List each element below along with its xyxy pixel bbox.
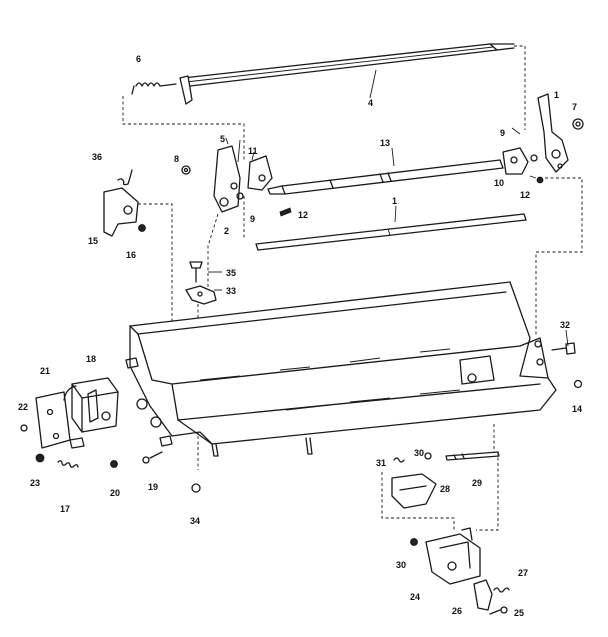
callout-9-right: 9 [500, 128, 505, 138]
screw-30-bottom [410, 538, 418, 546]
callout-23: 23 [30, 478, 40, 488]
screw-23 [35, 453, 45, 463]
shaft-13 [267, 159, 504, 195]
arm-lever-1 [537, 93, 569, 173]
callout-31: 31 [376, 458, 386, 468]
leader-lines [208, 69, 569, 347]
callout-1-top: 1 [554, 90, 559, 100]
bracket-24 [425, 527, 481, 585]
callout-35: 35 [226, 268, 236, 278]
washer-30-top [424, 452, 432, 460]
bracket-10 [502, 147, 544, 184]
leader-dash-2 [207, 213, 219, 292]
callout-24: 24 [410, 592, 420, 602]
leader-dash-15 [138, 203, 173, 400]
callout-36: 36 [92, 152, 102, 162]
callout-14: 14 [572, 404, 582, 414]
link-26 [473, 579, 493, 611]
screw-12 [279, 207, 292, 217]
screw-35 [189, 261, 203, 283]
leader-dash-3 [535, 177, 583, 336]
callout-33: 33 [226, 286, 236, 296]
callout-27: 27 [518, 568, 528, 578]
callout-32: 32 [560, 320, 570, 330]
callout-26: 26 [452, 606, 462, 616]
screw-19 [142, 451, 163, 464]
spring-7 [572, 118, 584, 130]
callout-21: 21 [40, 366, 50, 376]
callout-30-bottom: 30 [396, 560, 406, 570]
callout-6: 6 [136, 54, 141, 64]
callout-22: 22 [18, 402, 28, 412]
nut-8 [181, 165, 191, 175]
plate-21 [35, 391, 71, 449]
motor-assembly-18 [63, 377, 119, 449]
leader-dash-4-right [514, 45, 526, 130]
callout-13: 13 [380, 138, 390, 148]
callout-12-left: 12 [298, 210, 308, 220]
callout-25: 25 [514, 608, 524, 618]
callout-19: 19 [148, 482, 158, 492]
screw-16 [138, 224, 146, 232]
callout-10: 10 [494, 178, 504, 188]
callout-17: 17 [60, 504, 70, 514]
callout-2: 2 [224, 226, 229, 236]
screw-22 [20, 424, 28, 432]
callout-29: 29 [472, 478, 482, 488]
callout-8: 8 [174, 154, 179, 164]
bracket-11 [247, 155, 273, 191]
bracket-2 [213, 145, 241, 213]
screw-20 [110, 460, 118, 468]
screw-32 [551, 342, 576, 355]
pin-29 [445, 451, 500, 461]
leader-dash-28 [381, 472, 455, 530]
spring-17 [57, 460, 79, 468]
spring-36 [117, 169, 133, 186]
screw-25 [489, 606, 508, 615]
callout-30-top: 30 [414, 448, 424, 458]
callout-28: 28 [440, 484, 450, 494]
leader-dash-29 [476, 452, 499, 531]
bracket-15 [103, 187, 139, 237]
spring-27 [493, 587, 510, 593]
spring-6 [131, 82, 161, 95]
shaft-3 [255, 213, 527, 251]
lever-28 [391, 473, 437, 509]
callout-5: 5 [220, 134, 225, 144]
callout-18: 18 [86, 354, 96, 364]
callout-11: 11 [248, 146, 258, 156]
main-frame [125, 281, 557, 457]
callout-9-left: 9 [250, 214, 255, 224]
callout-1-middle: 1 [392, 196, 397, 206]
top-roller-shaft [159, 43, 515, 105]
callout-16: 16 [126, 250, 136, 260]
callout-labels: 6 4 1 7 9 5 8 11 13 36 10 12 1 9 12 2 15… [18, 54, 582, 618]
callout-34: 34 [190, 516, 200, 526]
callout-12-right: 12 [520, 190, 530, 200]
callout-4: 4 [368, 98, 373, 108]
callout-20: 20 [110, 488, 120, 498]
clip-33 [185, 285, 217, 305]
screw-34 [191, 483, 201, 493]
screw-31 [393, 457, 405, 463]
leader-dash-6 [122, 96, 245, 160]
screw-14 [573, 379, 583, 389]
washer-9 [236, 192, 244, 200]
callout-7: 7 [572, 102, 577, 112]
callout-15: 15 [88, 236, 98, 246]
